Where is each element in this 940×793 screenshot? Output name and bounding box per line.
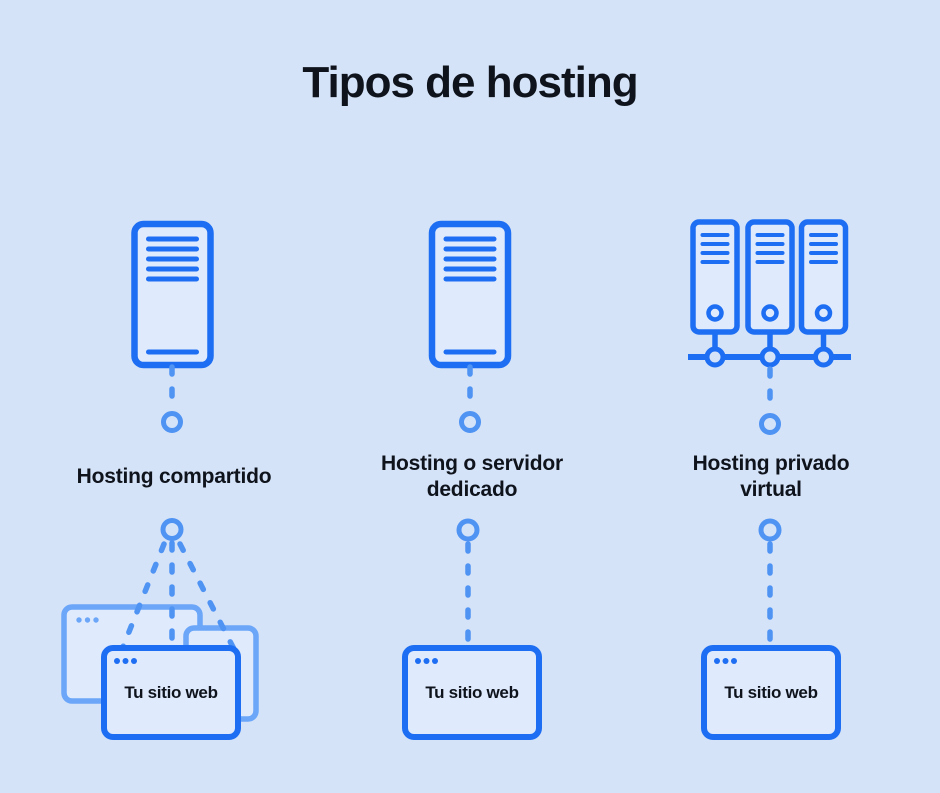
server-cluster-icon (688, 222, 851, 368)
page-title: Tipos de hosting (302, 58, 638, 107)
server-drop-connector-vps (762, 369, 779, 433)
site-window-label-shared: Tu sitio web (124, 682, 218, 702)
column-label-vps: Hosting privado virtual (692, 452, 850, 501)
fanout-connector-shared (118, 518, 239, 656)
server-drop-connector-shared (164, 367, 181, 431)
server-icon-shared (135, 224, 211, 365)
server-drop-connector-dedicated (462, 367, 479, 431)
site-window-label-dedicated: Tu sitio web (425, 682, 519, 702)
website-connector-dedicated (456, 518, 480, 647)
website-stack-shared (61, 518, 259, 738)
server-icon-dedicated (432, 224, 508, 365)
website-connector-vps (758, 518, 782, 647)
column-label-dedicated: Hosting o servidor dedicado (381, 452, 563, 501)
site-window-label-vps: Tu sitio web (724, 682, 818, 702)
column-label-shared: Hosting compartido (76, 465, 272, 488)
